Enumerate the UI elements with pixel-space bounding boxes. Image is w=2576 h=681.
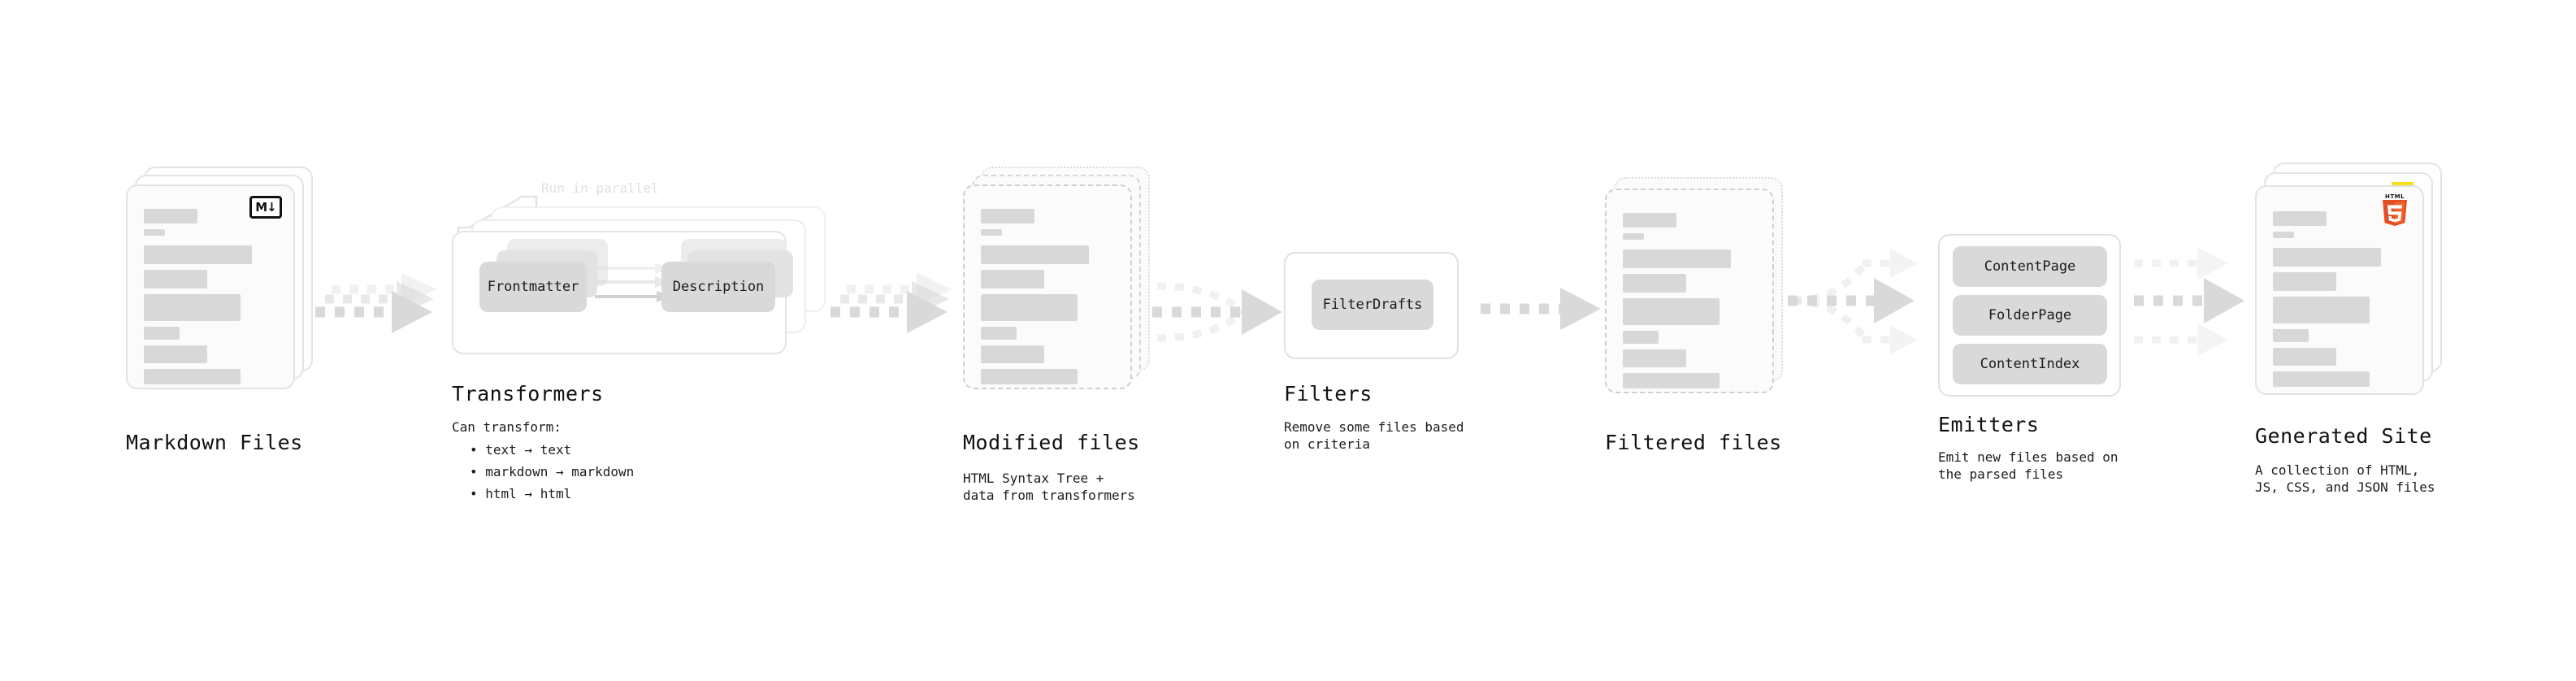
transformers-note-heading: Can transform: <box>452 419 562 435</box>
stage-title-emitters: Emitters <box>1938 413 2040 436</box>
file-sheet-front: HTML <box>2255 185 2424 395</box>
placeholder-line <box>981 327 1017 340</box>
file-sheet-front <box>1605 189 1774 393</box>
placeholder-line <box>1623 298 1720 325</box>
connector-filtered-to-emitters <box>1786 237 1941 367</box>
connector-modified-to-filters <box>1147 262 1302 359</box>
placeholder-line <box>2273 297 2370 323</box>
placeholder-line <box>1623 233 1644 240</box>
stage-title-filtered-files: Filtered files <box>1605 431 1782 454</box>
placeholder-line <box>1623 331 1659 344</box>
placeholder-line <box>981 245 1089 264</box>
chip-contentpage[interactable]: ContentPage <box>1953 246 2107 287</box>
placeholder-line <box>144 345 207 363</box>
chip-filterdrafts[interactable]: FilterDrafts <box>1312 280 1433 330</box>
file-sheet-front <box>963 184 1132 389</box>
transformers-note-item: • text → text <box>470 442 572 458</box>
connector-md-to-transformers <box>307 268 453 358</box>
chip-description[interactable]: Description <box>661 262 775 312</box>
stage-markdown-files: M↓ M↓ M↓ <box>126 167 313 402</box>
file-sheet-front: M↓ <box>126 184 295 389</box>
placeholder-line <box>981 369 1078 384</box>
placeholder-line <box>981 345 1044 363</box>
stage-subtitle-generated-site: A collection of HTML, JS, CSS, and JSON … <box>2255 462 2435 495</box>
placeholder-line <box>2273 348 2336 366</box>
placeholder-line <box>981 270 1044 288</box>
parallel-label: Run in parallel <box>541 180 659 196</box>
placeholder-line <box>2273 371 2370 387</box>
stage-subtitle-emitters: Emit new files based on the parsed files <box>1938 449 2118 482</box>
stage-subtitle-modified-files: HTML Syntax Tree + data from transformer… <box>963 471 1135 503</box>
stage-transformers: Run in parallel Frontmatter <box>452 180 826 380</box>
placeholder-line <box>2273 232 2294 238</box>
placeholder-line <box>2273 329 2309 342</box>
html5-badge: HTML <box>2380 193 2409 226</box>
placeholder-line <box>2273 248 2381 267</box>
stage-filters: FilterDrafts <box>1284 252 1459 359</box>
placeholder-line <box>144 327 180 340</box>
placeholder-line <box>144 270 207 288</box>
placeholder-lines <box>144 209 280 390</box>
transformer-inner-arrows <box>595 262 671 302</box>
stage-title-filters: Filters <box>1284 382 1373 406</box>
placeholder-lines <box>1623 213 1759 394</box>
stage-title-generated-site: Generated Site <box>2255 424 2432 448</box>
placeholder-line <box>981 294 1078 321</box>
placeholder-line <box>144 294 241 321</box>
connector-filters-to-filtered <box>1477 283 1611 340</box>
placeholder-line <box>1623 373 1720 388</box>
placeholder-line <box>144 369 241 384</box>
placeholder-lines <box>2273 211 2409 393</box>
placeholder-lines <box>981 209 1117 390</box>
placeholder-line <box>144 245 252 264</box>
stage-title-markdown-files: Markdown Files <box>126 431 303 454</box>
placeholder-line <box>1623 213 1676 228</box>
transformers-note-item: • markdown → markdown <box>470 464 635 479</box>
stage-emitters: ContentPage FolderPage ContentIndex <box>1938 234 2121 397</box>
placeholder-line <box>1623 274 1686 293</box>
chip-folderpage[interactable]: FolderPage <box>1953 295 2107 336</box>
connector-transformers-to-modified <box>822 268 969 358</box>
stage-modified-files <box>963 167 1150 402</box>
stage-subtitle-filters: Remove some files based on criteria <box>1284 419 1464 452</box>
placeholder-line <box>144 229 165 236</box>
stage-title-modified-files: Modified files <box>963 431 1140 454</box>
html5-badge-label: HTML <box>2384 193 2405 200</box>
placeholder-line <box>2273 272 2336 291</box>
chip-contentindex[interactable]: ContentIndex <box>1953 344 2107 384</box>
placeholder-line <box>144 209 197 223</box>
stage-title-transformers: Transformers <box>452 382 604 406</box>
placeholder-line <box>981 229 1002 236</box>
stage-generated-site: CSS HTML <box>2255 163 2442 406</box>
connector-emitters-to-site <box>2131 237 2285 367</box>
placeholder-line <box>981 209 1034 223</box>
placeholder-line <box>1623 349 1686 367</box>
placeholder-line <box>2273 211 2327 226</box>
markdown-badge: M↓ <box>249 196 282 219</box>
stage-filtered-files <box>1605 177 1792 413</box>
chip-frontmatter[interactable]: Frontmatter <box>479 262 587 312</box>
transformers-note-item: • html → html <box>470 486 572 501</box>
placeholder-line <box>1623 249 1731 268</box>
